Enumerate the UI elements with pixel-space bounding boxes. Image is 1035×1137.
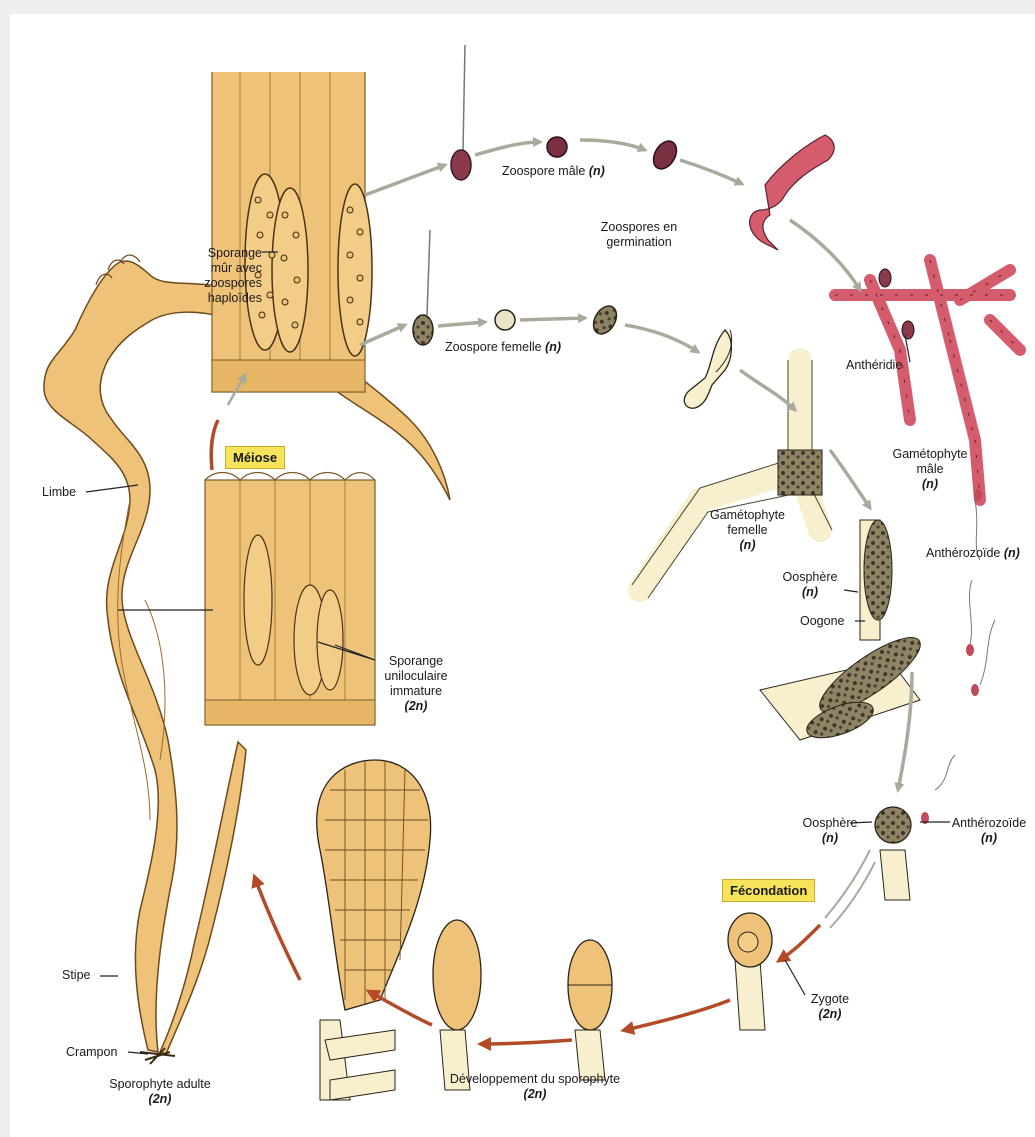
label-unilocular-line3: immature (372, 684, 460, 699)
label-antherozoid-top-ploidy: (n) (1004, 546, 1020, 560)
label-germinating-line1: Zoospores en (580, 220, 698, 235)
label-adult-sporophyte-text: Sporophyte adulte (85, 1077, 235, 1092)
label-antherozoid-bottom: Anthérozoïde (n) (944, 816, 1034, 846)
label-female-zoospore-ploidy: (n) (545, 340, 561, 354)
label-male-gametophyte-line2: mâle (875, 462, 985, 477)
label-zygote-text: Zygote (800, 992, 860, 1007)
label-unilocular-line1: Sporange (372, 654, 460, 669)
label-stipe: Stipe (62, 968, 91, 983)
label-male-zoospore: Zoospore mâle (n) (502, 164, 605, 179)
label-blade: Limbe (42, 485, 76, 500)
label-male-gametophyte-ploidy: (n) (875, 477, 985, 492)
label-female-zoospore-text: Zoospore femelle (445, 340, 542, 354)
label-antherozoid-top: Anthérozoïde (n) (926, 546, 1020, 561)
label-mature-sporangium: Sporange mûr avec zoospores haploïdes (140, 246, 262, 306)
label-mature-sporangium-line2: mûr avec (140, 261, 262, 276)
label-holdfast: Crampon (66, 1045, 117, 1060)
immature-sporangium-tissue (205, 473, 375, 726)
label-germinating-line2: germination (580, 235, 698, 250)
label-zygote-ploidy: (2n) (800, 1007, 860, 1022)
fertilization-badge: Fécondation (722, 879, 815, 902)
label-female-zoospore: Zoospore femelle (n) (445, 340, 561, 355)
label-unilocular-line2: uniloculaire (372, 669, 460, 684)
label-zygote: Zygote (2n) (800, 992, 860, 1022)
label-development-ploidy: (2n) (420, 1087, 650, 1102)
label-development-text: Développement du sporophyte (420, 1072, 650, 1087)
label-oosphere-bottom-text: Oosphère (800, 816, 860, 831)
label-oosphere-top-ploidy: (n) (775, 585, 845, 600)
label-oogonium: Oogone (800, 614, 844, 629)
mature-sporangium-tissue (212, 72, 372, 392)
label-germinating-zoospores: Zoospores en germination (580, 220, 698, 250)
label-adult-sporophyte-ploidy: (2n) (85, 1092, 235, 1107)
female-branch-illustration (413, 230, 929, 745)
label-antheridium: Anthéridie (846, 358, 902, 373)
label-sporophyte-development: Développement du sporophyte (2n) (420, 1072, 650, 1102)
label-adult-sporophyte: Sporophyte adulte (2n) (85, 1077, 235, 1107)
label-antherozoid-bottom-text: Anthérozoïde (944, 816, 1034, 831)
label-female-gametophyte-ploidy: (n) (690, 538, 805, 553)
label-antherozoid-top-text: Anthérozoïde (926, 546, 1000, 560)
label-female-gametophyte-line2: femelle (690, 523, 805, 538)
label-male-zoospore-ploidy: (n) (589, 164, 605, 178)
label-antherozoid-bottom-ploidy: (n) (944, 831, 1034, 846)
label-oosphere-bottom-ploidy: (n) (800, 831, 860, 846)
label-male-gametophyte-line1: Gamétophyte (875, 447, 985, 462)
label-oosphere-bottom: Oosphère (n) (800, 816, 860, 846)
label-male-zoospore-text: Zoospore mâle (502, 164, 585, 178)
label-oosphere-top-text: Oosphère (775, 570, 845, 585)
label-mature-sporangium-line4: haploïdes (140, 291, 262, 306)
label-unilocular-ploidy: (2n) (372, 699, 460, 714)
label-female-gametophyte: Gamétophyte femelle (n) (690, 508, 805, 553)
label-mature-sporangium-line3: zoospores (140, 276, 262, 291)
label-oosphere-top: Oosphère (n) (775, 570, 845, 600)
label-mature-sporangium-line1: Sporange (140, 246, 262, 261)
development-illustration (317, 755, 955, 1100)
meiosis-badge: Méiose (225, 446, 285, 469)
label-female-gametophyte-line1: Gamétophyte (690, 508, 805, 523)
label-unilocular-sporangium: Sporange uniloculaire immature (2n) (372, 654, 460, 714)
label-male-gametophyte: Gamétophyte mâle (n) (875, 447, 985, 492)
